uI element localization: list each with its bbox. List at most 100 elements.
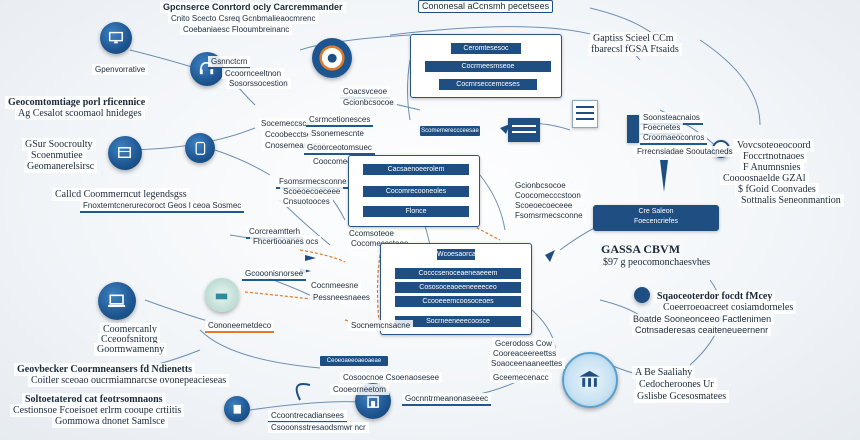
left-group-5-title: Geovbecker Coormneansers fd Ndienetts [14, 363, 196, 376]
right-mid-5: $ fGoid Coonvades [735, 183, 819, 196]
bottom-center-a: Gceemecenacc [490, 372, 552, 383]
left-group-4-sub2: Goormwamenny [94, 343, 168, 356]
top-right-subtitle: fbarecsl fGSA Ftsaids [588, 43, 682, 56]
process-bar-2: Cocrmeesmseoe [425, 61, 551, 72]
right-low-3: Boatde Sooneonceeo Factlenimen [630, 314, 775, 325]
shield-server-icon [108, 136, 142, 170]
right-mid-3: F Anumnsnies [740, 161, 804, 174]
mid-label-5: Gcionbcsocoe [340, 97, 397, 108]
mid-label-18: Cononeemetdeco [205, 320, 275, 333]
bottom-label-3: Gocnntrmeanonaseeec [402, 393, 492, 406]
headset-icon [190, 52, 224, 86]
process-bar-8: Cocccsenoceaeneaeeem [395, 268, 521, 279]
mid-right-a: Gcionbcsocoe [512, 180, 569, 191]
right-bottom-1: A Be Saaliahy [632, 366, 696, 379]
process-bar-mid[interactable]: Scomemereccceesae [420, 126, 480, 136]
right-strip-3: Croomaeoconros [640, 132, 708, 145]
desk-icon [205, 278, 239, 312]
mid-label-17: Fhcertiooanes ocs [250, 236, 322, 247]
center-label-a: Ccomsoteoe [346, 228, 397, 239]
center-label-c: Gcooonisnorsee [242, 268, 307, 281]
mid-label-12: Coocomecccstoon [310, 156, 382, 167]
bank-icon [562, 352, 618, 408]
process-bar-3: Cocrnrseccemceses [439, 79, 537, 90]
process-bar-bottom[interactable]: Ceoeoaeeoaeoaeae [320, 356, 388, 366]
process-bar-1: Ceromtesesoc [451, 43, 521, 54]
left-group-3-sub: Fnoxtemtcnerurecoroct Geos l ceoa Sosmec [80, 200, 245, 213]
bottom-center-b: Cooeorneetom [330, 384, 389, 395]
right-mid-2: Foccrtnotnaoes [740, 150, 808, 163]
process-bar-10: Ccooeeemcoosoceoes [395, 296, 521, 307]
mid-label-7: Csrmcetionesces [306, 114, 374, 127]
right-bottom-3: Gslisbe Gcesosmatees [634, 390, 730, 403]
left-group-1-sub: Ag Cesalot scoomaol hnideges [15, 107, 145, 120]
left-group-6-sub2: Gommowa dnonet Samlsce [52, 415, 168, 428]
mid-label-11: Gcoorceotomsuec [304, 142, 375, 155]
mid-right-b: Coocomecccstoon [512, 190, 584, 201]
mid-label-14: Scoeoecoeceee [280, 186, 344, 197]
document-icon [224, 396, 250, 422]
process-bar-5: Cocomrecooneoles [363, 186, 469, 197]
bottom-label-1: Gcerodoss Cow [492, 338, 555, 349]
mid-label-6: Socemeccscie [258, 118, 316, 129]
process-box-middle[interactable]: Cacsaenoeerolem Cocomrecooneoles Flonce [348, 155, 480, 227]
laptop-icon [98, 282, 136, 320]
right-low-4: Cotnsaderesas ceaiteneueernenr [632, 325, 772, 336]
right-bottom-2: Cedocheroones Ur [636, 378, 717, 391]
left-group-4-sub: Cceoofsnitorg [98, 333, 161, 346]
bottom-center-c: Socnemcnsacne [348, 320, 414, 331]
file-stack-icon [572, 100, 598, 128]
process-bar-4: Cacsaenoeerolem [363, 164, 469, 175]
process-bar-9: Cososoceaoeeneeeeceo [395, 282, 521, 293]
right-mid-1: Vovcsoteoeocoord [734, 139, 814, 152]
bottom-label-1c: Soaoceenaaneettes [488, 358, 566, 369]
mid-label-10: Cnosemearcoton [262, 140, 329, 151]
top-right-banner: Cononesal aCcnsmh pecetsees [418, 0, 554, 13]
right-main-sub: $97 g peocomonchaesvhes [603, 257, 711, 268]
chip-icon [508, 118, 540, 142]
right-strip-4: Frrecnsiadae Sooutacneds [634, 146, 736, 157]
right-summary-box[interactable]: Cre Saleon Foecencriefes [593, 205, 719, 231]
top-right-title: Gaptiss Scieel CCm [590, 32, 677, 45]
process-bar-11: Socrneeneeecoosce [395, 316, 521, 327]
process-box-lower[interactable]: Wcoesaorcaeoerecernoaeoce Cocccsenoceaen… [380, 243, 532, 335]
left-icon-label: Gpenvorrative [92, 64, 149, 75]
pin-icon [634, 287, 650, 303]
right-mid-6: Sottnalis Seneonmantion [738, 194, 844, 207]
center-label-d: Cocnmeesne [308, 280, 362, 291]
top-center-sub: Cnito Scecto Csreq Gcnbmalieaocmrenc [168, 13, 319, 24]
cloud-dial-icon [185, 133, 215, 163]
left-group-2-title: GSur Soocroulty [22, 138, 96, 151]
process-box-top[interactable]: Ceromtesesoc Cocrmeesmseoe Cocrnrseccemc… [410, 34, 562, 98]
mid-right-d: Fsomsrmecsconne [512, 210, 586, 221]
bottom-label-4: Csooonsstresaodsmwr ncr [268, 422, 369, 433]
bottom-label-1b: Cooreaceereettss [490, 348, 560, 359]
bottom-label-5: Cosoocnoe Csoenaosesee [340, 372, 443, 383]
mid-label-8: Ccoobecctse [262, 129, 315, 140]
left-group-3-title: Callcd Coommerncut legendsgss [52, 188, 190, 201]
left-group-5-sub: Coitler sceoao oucrmiamnarcse ovonepeaci… [28, 374, 230, 387]
right-summary-title: Cre Saleon [638, 208, 674, 215]
left-group-6-sub: Cestionsoe Fcoeisoet erlrm cooupe crtiit… [10, 404, 185, 417]
left-group-2-sub: Scoenmutiee [28, 149, 86, 162]
process-bar-6: Flonce [363, 206, 469, 217]
right-summary-sub: Foecencriefes [634, 218, 678, 225]
mid-label-15: Cnsuotooces [280, 196, 333, 207]
server-doc-icon [627, 115, 639, 143]
left-group-4-title: Coomercanly [100, 323, 160, 336]
mid-label-9: Ssonemescnte [308, 128, 367, 139]
left-group-2-sub2: Geomanerelsirsc [24, 160, 98, 173]
right-mid-4: Coooosnaelde GZAl [720, 172, 809, 185]
right-main-title: GASSA CBVM [601, 242, 681, 256]
globe-badge-icon [312, 38, 352, 78]
mid-right-c: Scoeoecoeceee [512, 200, 576, 211]
top-center-sub2: Coebaniaesc Flooumbreinanc [180, 24, 293, 35]
right-low-2: Coeerroeoacreet cosiamdorneles [660, 301, 797, 314]
center-label-e: Pessneesnaees [310, 292, 373, 303]
right-low-1: Sqaoceoterdor focdt fMcey [654, 290, 776, 303]
center-label-b: Cocomeccsteoe [348, 238, 412, 249]
left-group-6-title: Soltoetaterod cat feotrsomnaons [22, 393, 166, 406]
monitor-icon [100, 22, 132, 54]
mid-label-3: Sosorssocestion [226, 78, 291, 89]
process-bar-7: Wcoesaorcaeoerecernoaeoce [437, 249, 475, 260]
